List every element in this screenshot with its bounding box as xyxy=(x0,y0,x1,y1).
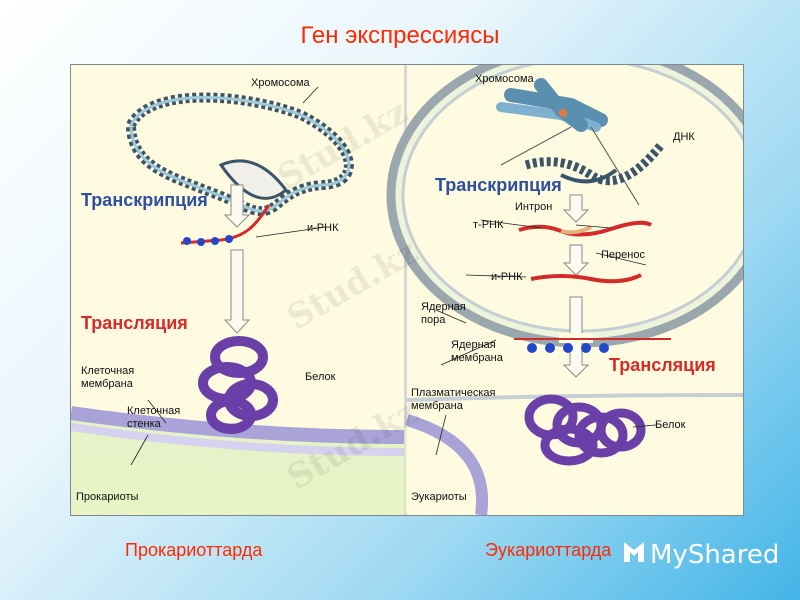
transfer-label: Перенос xyxy=(601,249,645,261)
prokaryote-transcription-label: Транскрипция xyxy=(81,190,208,210)
myshared-logo-icon xyxy=(624,542,644,562)
intron-label: Интрон xyxy=(515,201,553,213)
cell-wall-label: Клеточная стенка xyxy=(127,405,181,430)
prokaryote-arrow-1 xyxy=(223,184,251,228)
prokaryote-ribosomes xyxy=(183,235,233,246)
eukaryote-arrow-1 xyxy=(562,194,590,223)
trna-label: т-РНК xyxy=(473,219,504,231)
eukaryote-mrna xyxy=(530,273,642,284)
dna-label: ДНК xyxy=(673,131,695,143)
nuclear-pore-label: Ядерная пора xyxy=(421,301,466,326)
prokaryote-protein-shape xyxy=(198,336,278,434)
prokaryote-mrna-label: и-РНК xyxy=(307,222,339,234)
eukaryote-chromosome-shape xyxy=(496,78,608,132)
gene-expression-figure: Хромосома Транскрипция и-РНК Трансляция … xyxy=(70,64,744,516)
eukaryote-transcription-label: Транскрипция xyxy=(435,175,562,195)
eukaryote-chromosome-label: Хромосома xyxy=(475,73,534,85)
prokaryote-caption: Прокариоттарда xyxy=(125,540,263,560)
eukaryote-dna xyxy=(524,142,665,186)
cell-membrane-label: Клеточная мембрана xyxy=(81,365,135,390)
prokaryote-translation-label: Трансляция xyxy=(81,313,188,333)
eukaryote-protein-label: Белок xyxy=(655,419,686,431)
page-title: Ген экспрессиясы xyxy=(300,22,500,49)
eukaryote-ribosomes xyxy=(527,343,609,353)
prokaryote-chromosome-label: Хромосома xyxy=(251,77,310,89)
eukaryote-mrna-label: и-РНК xyxy=(491,271,523,283)
prokaryote-arrow-2 xyxy=(223,249,251,334)
eukaryote-panel-label: Эукариоты xyxy=(411,491,467,503)
prokaryote-mrna xyxy=(180,204,271,245)
plasma-membrane-shape xyxy=(405,414,488,515)
myshared-logo[interactable]: MyShared xyxy=(650,540,780,570)
eukaryote-protein-shape xyxy=(524,394,646,466)
prokaryote-panel-label: Прокариоты xyxy=(76,491,139,503)
eukaryote-translation-label: Трансляция xyxy=(609,355,716,375)
prokaryote-membrane-shape xyxy=(71,423,405,456)
prokaryote-protein-label: Белок xyxy=(305,371,336,383)
eukaryote-arrow-2 xyxy=(562,244,590,276)
diagram-canvas xyxy=(71,65,743,515)
plasma-membrane-label: Плазматическая мембрана xyxy=(411,387,496,412)
nuclear-membrane-label: Ядерная мембрана xyxy=(451,339,503,364)
eukaryote-premrna xyxy=(518,220,653,237)
eukaryote-caption: Эукариоттарда xyxy=(485,540,612,560)
